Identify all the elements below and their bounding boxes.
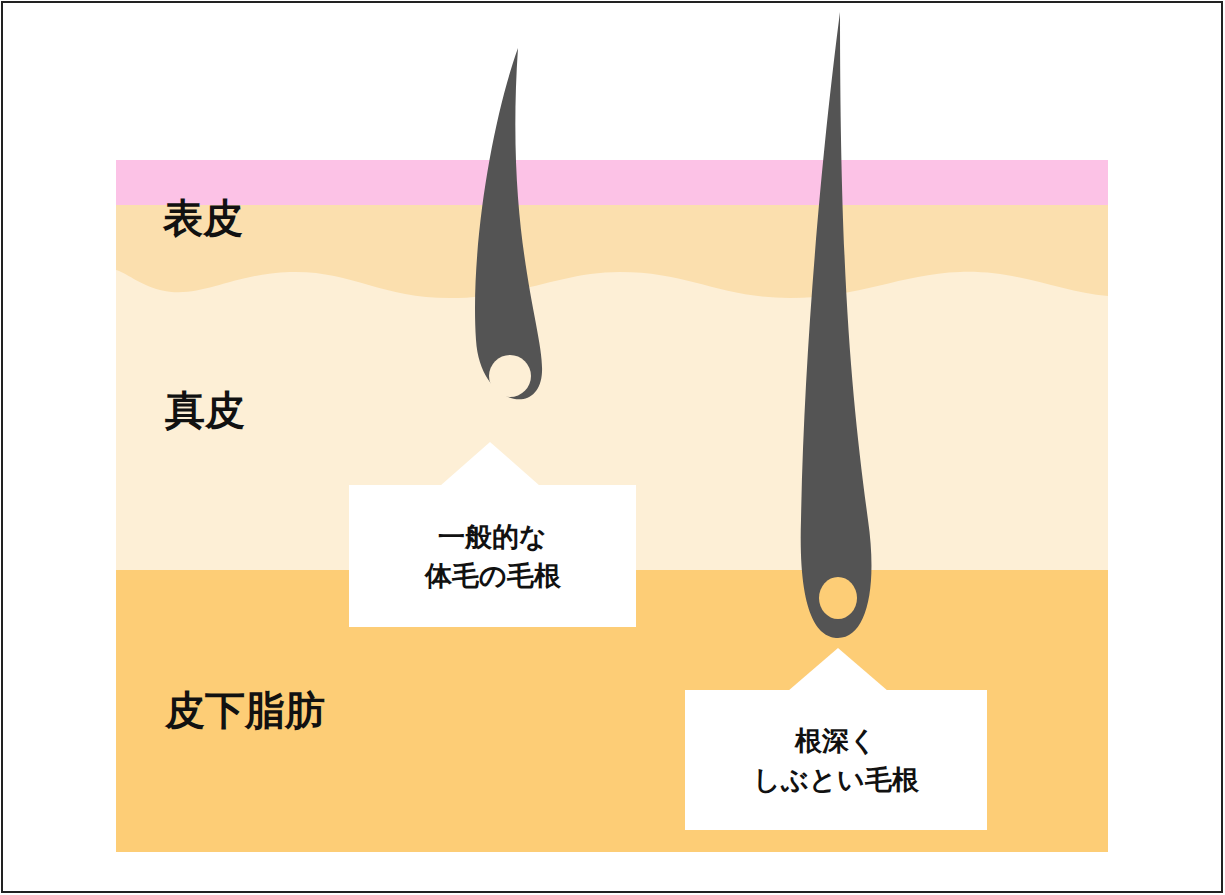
hair-bulb [489,355,531,397]
layer-label: 真皮 [165,390,245,430]
dermis-fill [116,160,1108,852]
callout-pointer [788,648,888,691]
callout-label: 根深く しぶとい毛根 [731,721,941,799]
hair-deep [801,12,872,638]
epidermis-fill [116,160,1108,298]
skin-layer-band: 表皮 [116,160,1108,270]
callout-box: 一般的な 体毛の毛根 [349,485,636,627]
callout-box: 根深く しぶとい毛根 [685,690,987,830]
layer-label: 皮下脂肪 [165,690,325,730]
callout-pointer [440,442,540,486]
layer-label: 表皮 [163,198,243,238]
hair-normal [475,48,542,399]
surface-layer [116,160,1108,205]
hair-bulb [819,577,857,619]
callout-label: 一般的な 体毛の毛根 [388,517,598,595]
